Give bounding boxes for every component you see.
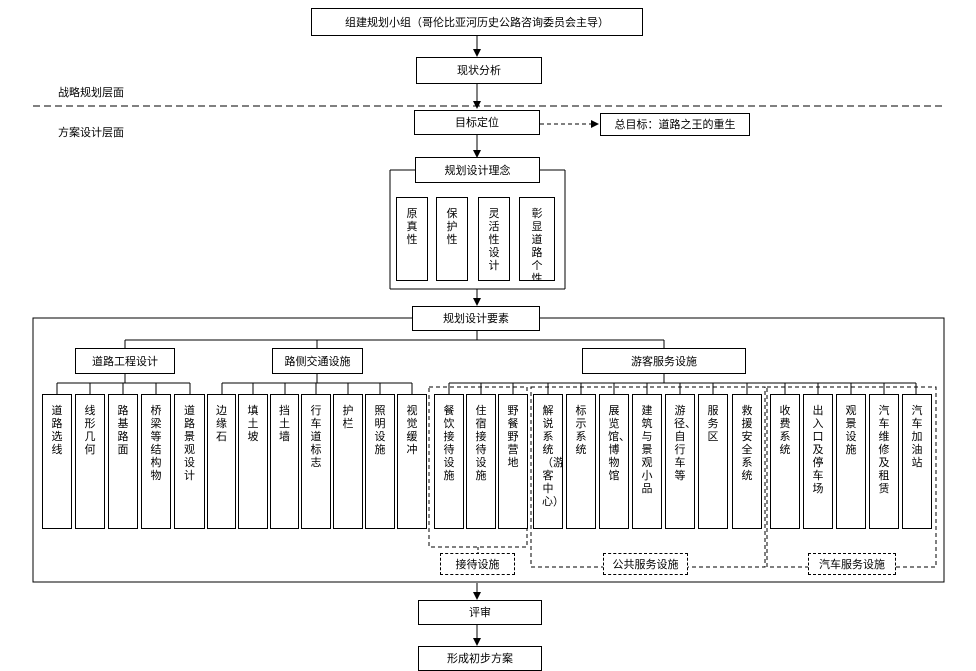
concept-item: 灵活性设计 [478,197,510,281]
concept-item: 保护性 [436,197,468,281]
public-group-label: 公共服务设施 [603,553,688,575]
roadside-item: 填土坡 [238,394,268,529]
visitor-item: 游径、自行车等 [665,394,695,529]
visitor-item: 出入口及停车场 [803,394,833,529]
step-elements: 规划设计要素 [412,306,540,331]
visitor-item: 汽车维修及租赁 [869,394,899,529]
road-item: 桥梁等结构物 [141,394,171,529]
step-concept: 规划设计理念 [415,157,540,183]
concept-item: 原真性 [396,197,428,281]
roadside-item: 行车道标志 [301,394,331,529]
category-visitor: 游客服务设施 [582,348,746,374]
visitor-item: 展览馆、博物馆 [599,394,629,529]
visitor-item: 住宿接待设施 [466,394,496,529]
visitor-item: 野餐野营地 [498,394,528,529]
visitor-item: 收费系统 [770,394,800,529]
visitor-item: 解说系统（游客中心） [533,394,563,529]
reception-group-label: 接待设施 [440,553,515,575]
visitor-item: 救援安全系统 [732,394,762,529]
step-review: 评审 [418,600,542,625]
visitor-item: 观景设施 [836,394,866,529]
category-roadside: 路侧交通设施 [272,348,363,374]
step-group: 组建规划小组（哥伦比亚河历史公路咨询委员会主导） [311,8,643,36]
step-target: 目标定位 [414,110,540,135]
strategic-layer-label: 战略规划层面 [58,86,124,99]
roadside-item: 视觉缓冲 [397,394,427,529]
step-analysis: 现状分析 [416,57,542,84]
visitor-item: 汽车加油站 [902,394,932,529]
roadside-item: 照明设施 [365,394,395,529]
step-goal: 总目标：道路之王的重生 [600,113,750,136]
road-item: 路基路面 [108,394,138,529]
roadside-item: 护栏 [333,394,363,529]
road-item: 线形几何 [75,394,105,529]
visitor-item: 建筑与景观小品 [632,394,662,529]
step-plan: 形成初步方案 [418,646,542,671]
public-group-frame [530,386,766,568]
visitor-item: 餐饮接待设施 [434,394,464,529]
auto-group-label: 汽车服务设施 [808,553,896,575]
road-item: 道路景观设计 [174,394,205,529]
visitor-item: 服务区 [698,394,728,529]
auto-group-frame [766,386,937,568]
concept-item: 彰显道路个性 [519,197,555,281]
roadside-item: 边缘石 [207,394,236,529]
category-road: 道路工程设计 [75,348,175,374]
design-layer-label: 方案设计层面 [58,126,124,139]
roadside-item: 挡土墙 [270,394,299,529]
road-item: 道路选线 [42,394,72,529]
visitor-item: 标示系统 [566,394,596,529]
